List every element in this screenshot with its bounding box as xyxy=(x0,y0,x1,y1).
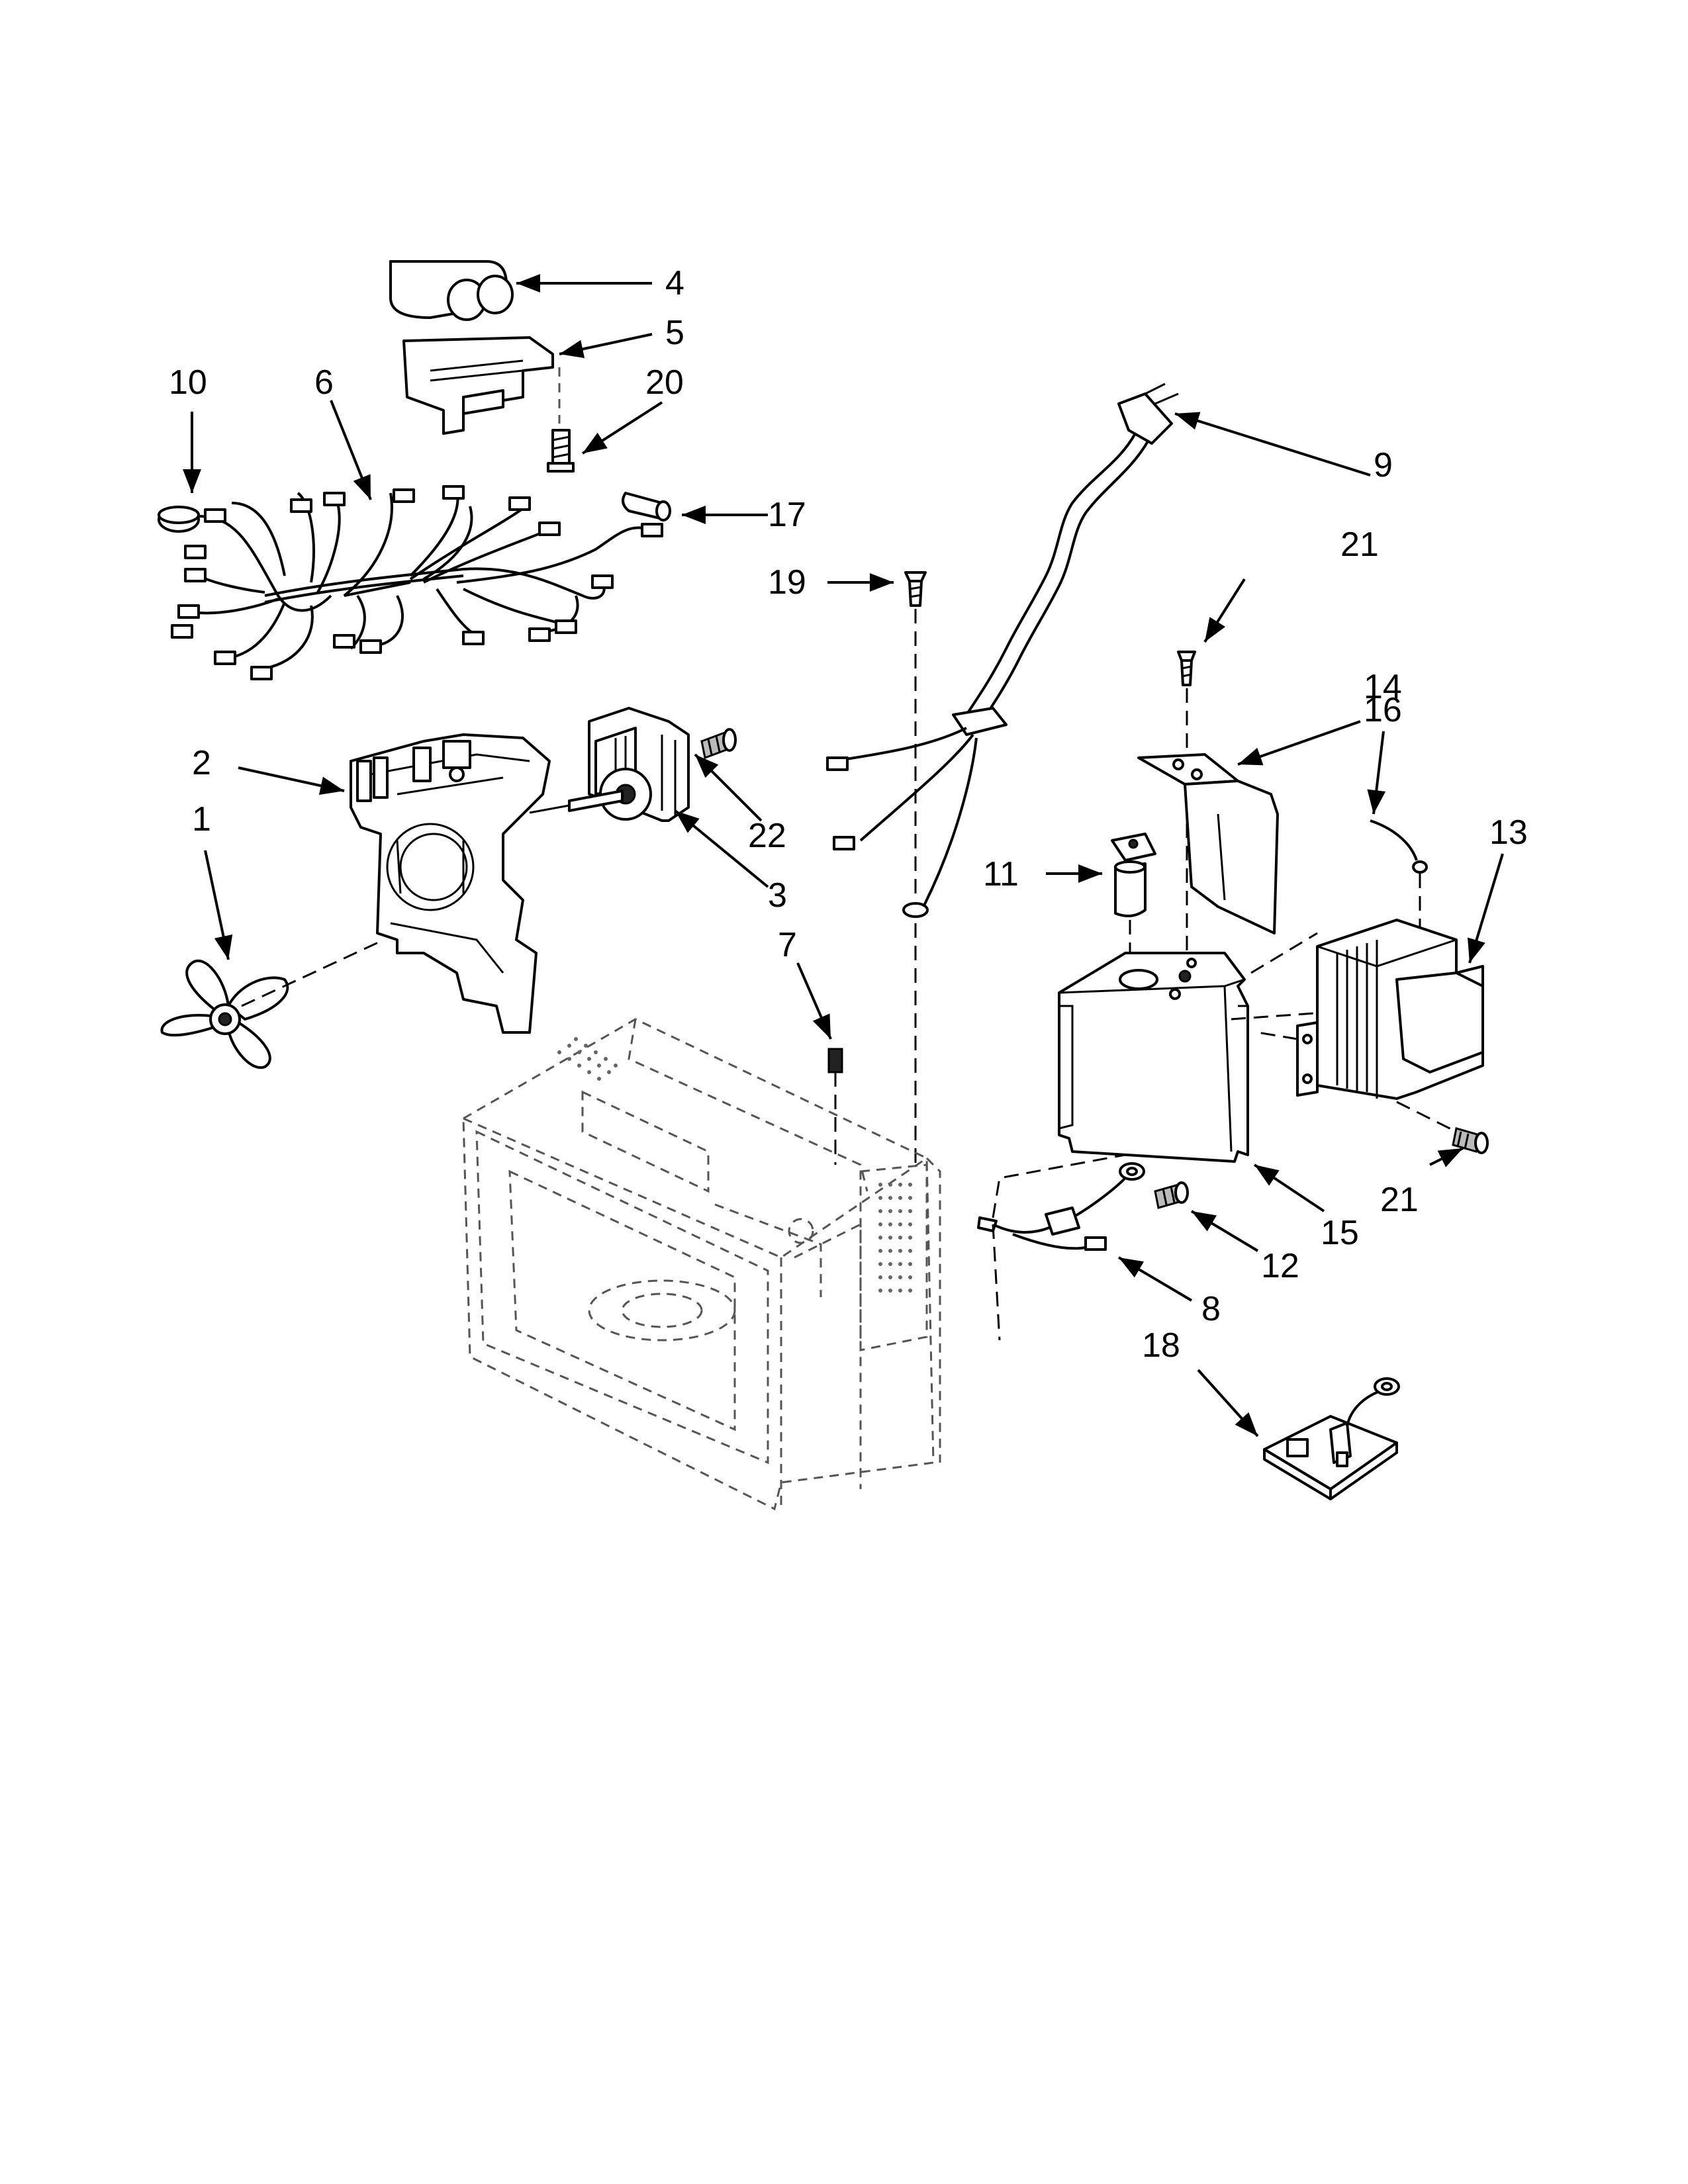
callout-13: 13 xyxy=(1489,813,1528,852)
part-diode xyxy=(1111,833,1156,973)
callout-10: 10 xyxy=(169,363,207,402)
part-screw-19 xyxy=(902,571,929,1165)
callout-20: 20 xyxy=(645,363,684,402)
part-circuit-board xyxy=(1263,1377,1400,1500)
callout-5: 5 xyxy=(665,314,684,352)
part-fan-bracket xyxy=(350,733,551,1034)
callout-11: 11 xyxy=(983,855,1019,893)
callout-9: 9 xyxy=(1374,446,1393,484)
part-wire-16 xyxy=(1370,819,1428,927)
callout-18: 18 xyxy=(1142,1326,1180,1365)
part-screw-20 xyxy=(547,367,575,473)
callout-21-top: 21 xyxy=(1340,525,1379,564)
callout-3: 3 xyxy=(768,876,787,915)
microwave-cabinet-outline xyxy=(462,1018,941,1511)
callout-19: 19 xyxy=(768,563,806,602)
part-thermostat xyxy=(158,506,200,533)
part-capacitor xyxy=(389,260,514,321)
part-transformer xyxy=(1257,919,1484,1133)
callout-12: 12 xyxy=(1261,1247,1299,1285)
part-screw-12 xyxy=(1154,1181,1189,1209)
callout-labels: 4 5 20 10 6 17 19 9 21 14 16 13 11 2 1 2… xyxy=(169,264,1528,1365)
part-fan-motor xyxy=(529,707,690,822)
callout-1: 1 xyxy=(192,800,211,839)
callout-21-bottom: 21 xyxy=(1380,1181,1419,1219)
leader-arrows xyxy=(183,274,1504,1437)
part-ground-wire xyxy=(977,1154,1145,1341)
part-shield-plate xyxy=(1137,753,1279,934)
callout-15: 15 xyxy=(1321,1214,1359,1252)
callout-22: 22 xyxy=(748,817,786,855)
part-screw-21-bottom xyxy=(1452,1127,1489,1154)
callout-4: 4 xyxy=(665,264,684,302)
callout-6: 6 xyxy=(314,363,334,402)
part-screw-22 xyxy=(700,728,737,760)
part-wire-harness xyxy=(171,485,663,680)
part-fuse xyxy=(622,492,671,522)
callout-8: 8 xyxy=(1201,1290,1221,1328)
part-fan-blade xyxy=(160,938,385,1069)
callout-7: 7 xyxy=(778,926,797,964)
callout-17: 17 xyxy=(768,496,806,534)
part-capacitor-bracket xyxy=(402,336,554,435)
callout-2: 2 xyxy=(192,744,211,782)
part-power-cord xyxy=(826,383,1179,907)
callout-16: 16 xyxy=(1364,691,1402,729)
part-clip xyxy=(827,1048,843,1165)
part-base-plate xyxy=(1058,932,1325,1163)
callout-14: 14 xyxy=(1364,668,1402,706)
